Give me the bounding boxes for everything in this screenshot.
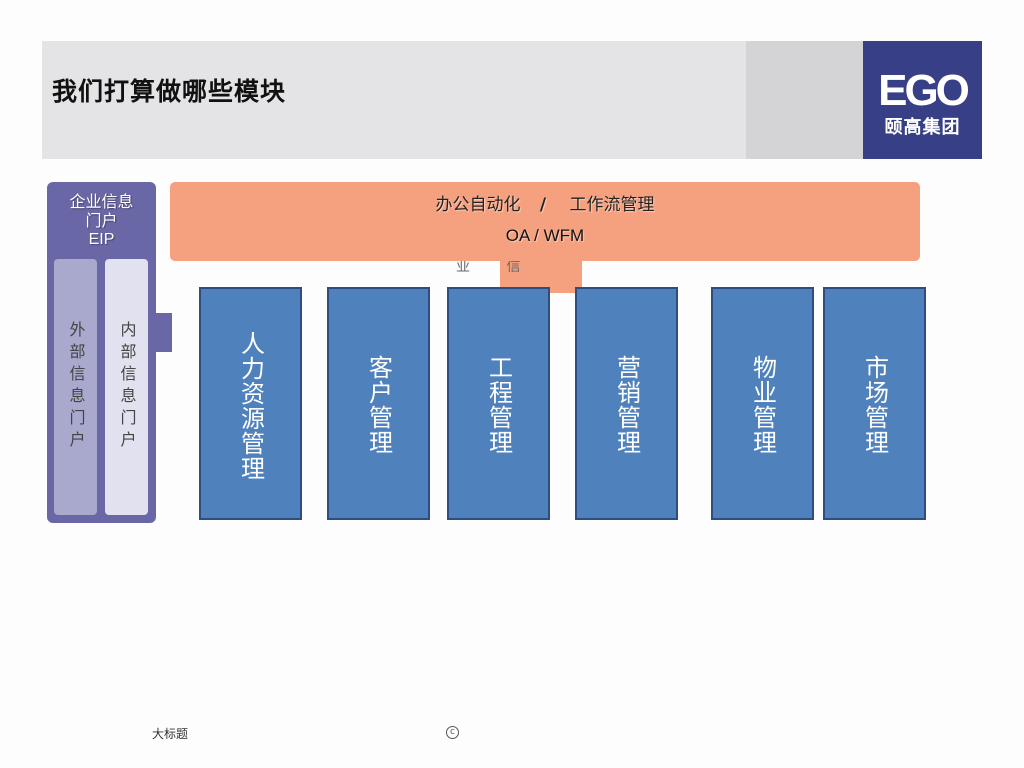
eip-connector: [156, 313, 172, 352]
company-logo: EGO 颐高集团: [863, 41, 982, 159]
oa-label: 办公自动化: [435, 195, 521, 215]
footer-text: 大标题: [152, 727, 189, 741]
copyright-icon: c: [446, 726, 459, 739]
module-label: 营销管理: [612, 355, 641, 455]
wfm-label: 工作流管理: [569, 195, 655, 215]
oa-separator: /: [539, 195, 547, 215]
module-label: 客户管理: [364, 355, 393, 455]
module-customer: 客户管理: [327, 287, 430, 520]
oa-title-line: 办公自动化 / 工作流管理: [170, 190, 920, 215]
oa-wfm-abbr: OA / WFM: [505, 226, 585, 245]
module-label: 物业管理: [748, 355, 777, 455]
page-title: 我们打算做哪些模块: [52, 77, 287, 106]
module-engineering: 工程管理: [447, 287, 550, 520]
ego-logo-icon: EGO: [878, 67, 972, 111]
hidden-label-fragment: 业 信: [456, 259, 537, 275]
external-portal-box: 外部信息门户: [54, 259, 97, 515]
eip-title: 企业信息 门户 EIP: [47, 192, 156, 249]
header-band-accent: [746, 41, 863, 159]
logo-subtitle: 颐高集团: [884, 117, 961, 138]
external-portal-label: 外部信息门户: [66, 321, 86, 453]
svg-text:EGO: EGO: [878, 67, 969, 111]
eip-panel: 企业信息 门户 EIP 外部信息门户 内部信息门户: [47, 182, 156, 523]
internal-portal-label: 内部信息门户: [117, 321, 137, 453]
module-market: 市场管理: [823, 287, 926, 520]
internal-portal-box: 内部信息门户: [105, 259, 148, 515]
module-hr: 人力资源管理: [199, 287, 302, 520]
module-label: 工程管理: [484, 355, 513, 455]
module-property: 物业管理: [711, 287, 814, 520]
oa-wfm-bar: 办公自动化 / 工作流管理 OA / WFM: [170, 182, 920, 261]
eip-title-line2: 门户: [85, 211, 118, 230]
header-band: [42, 41, 746, 159]
module-label: 人力资源管理: [236, 331, 265, 481]
eip-title-abbr: EIP: [88, 231, 115, 248]
eip-title-line1: 企业信息: [69, 192, 134, 211]
module-label: 市场管理: [860, 355, 889, 455]
module-marketing: 营销管理: [575, 287, 678, 520]
